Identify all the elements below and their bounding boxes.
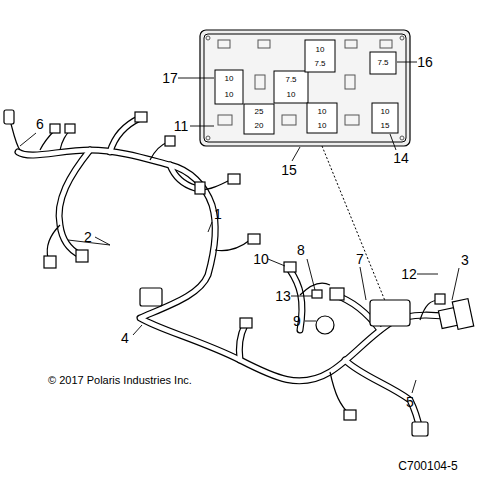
callout-number: 9 [293,314,301,328]
callout-number: 10 [253,252,269,266]
callout-number: 6 [36,117,44,131]
callout-number: 11 [174,119,189,133]
fuse-rating: 10 [287,91,296,99]
fuse-rating: 25 [255,108,264,116]
callout-number: 15 [281,163,297,177]
fuse-rating: 20 [255,122,264,130]
callout-number: 12 [401,267,417,281]
fuse-rating: 10 [225,91,234,99]
callout-number: 14 [393,151,409,165]
callout-number: 2 [84,230,92,244]
callout-number: 5 [406,395,414,409]
fuse-rating: 15 [381,122,390,130]
callout-number: 8 [297,243,305,257]
callout-number: 7 [356,252,364,266]
callout-number: 4 [121,331,129,345]
fuse-rating: 10 [318,108,327,116]
copyright-note: © 2017 Polaris Industries Inc. [48,375,192,386]
callout-number: 13 [275,289,291,303]
figure-code: C700104-5 [398,460,457,472]
fuse-rating: 10 [316,46,325,54]
callout-number: 17 [162,71,178,85]
callout-number: 1 [214,207,222,221]
callout-number: 3 [461,253,469,267]
fuse-rating: 7.5 [377,59,388,67]
fuse-rating: 10 [381,108,390,116]
fuse-rating: 7.5 [314,60,325,68]
fuse-rating: 10 [318,122,327,130]
callout-number: 16 [417,55,433,69]
fuse-rating: 7.5 [285,76,296,84]
fuse-rating: 10 [225,75,234,83]
